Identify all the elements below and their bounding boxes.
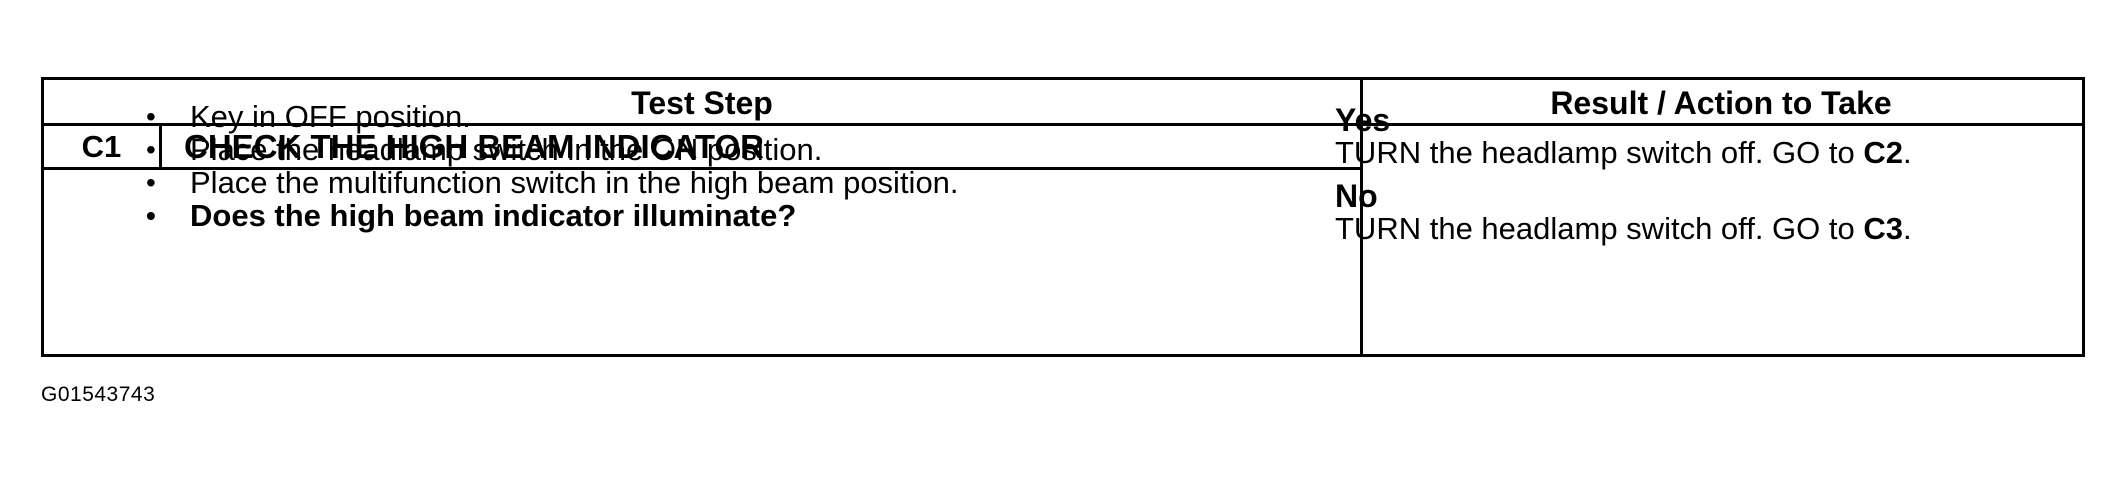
step-text: Place the headlamp switch in the ON posi… <box>190 132 823 167</box>
result-area: Yes TURN the headlamp switch off. GO to … <box>1335 104 2035 256</box>
step-item-question: • Does the high beam indicator illuminate… <box>138 199 959 232</box>
step-id: C1 <box>44 126 162 167</box>
step-text: Key in OFF position. <box>190 99 471 134</box>
step-title-row: C1 CHECK THE HIGH BEAM INDICATOR <box>44 126 1360 170</box>
step-item: • Place the headlamp switch in the ON pos… <box>138 133 959 166</box>
result-no: No TURN the headlamp switch off. GO to C… <box>1335 180 2035 246</box>
result-yes: Yes TURN the headlamp switch off. GO to … <box>1335 104 2035 170</box>
result-no-target: C3 <box>1863 211 1904 246</box>
step-item: • Key in OFF position. <box>138 100 959 133</box>
result-yes-target: C2 <box>1863 135 1904 170</box>
result-action-header: Result / Action to Take <box>1360 80 2082 126</box>
step-text: Does the high beam indicator illuminate? <box>190 198 797 233</box>
column-divider <box>1360 80 1363 354</box>
bullet-icon: • <box>146 167 156 198</box>
result-yes-action: TURN the headlamp switch off. GO to C2. <box>1335 135 1912 170</box>
bullet-icon: • <box>146 200 156 231</box>
result-no-action: TURN the headlamp switch off. GO to C3. <box>1335 211 1912 246</box>
step-list: • Key in OFF position. • Place the headlam… <box>138 100 959 232</box>
result-yes-label: Yes <box>1335 102 1391 138</box>
figure-id: G01543743 <box>41 383 156 406</box>
test-step-header: Test Step <box>44 80 1360 126</box>
bullet-icon: • <box>146 134 156 165</box>
step-text: Place the multifunction switch in the hi… <box>190 165 959 200</box>
result-no-label: No <box>1335 178 1378 214</box>
bullet-icon: • <box>146 101 156 132</box>
step-title: CHECK THE HIGH BEAM INDICATOR <box>184 128 764 165</box>
diagnostic-table: Test Step Result / Action to Take C1 CHE… <box>41 77 2085 357</box>
step-item: • Place the multifunction switch in the h… <box>138 166 959 199</box>
